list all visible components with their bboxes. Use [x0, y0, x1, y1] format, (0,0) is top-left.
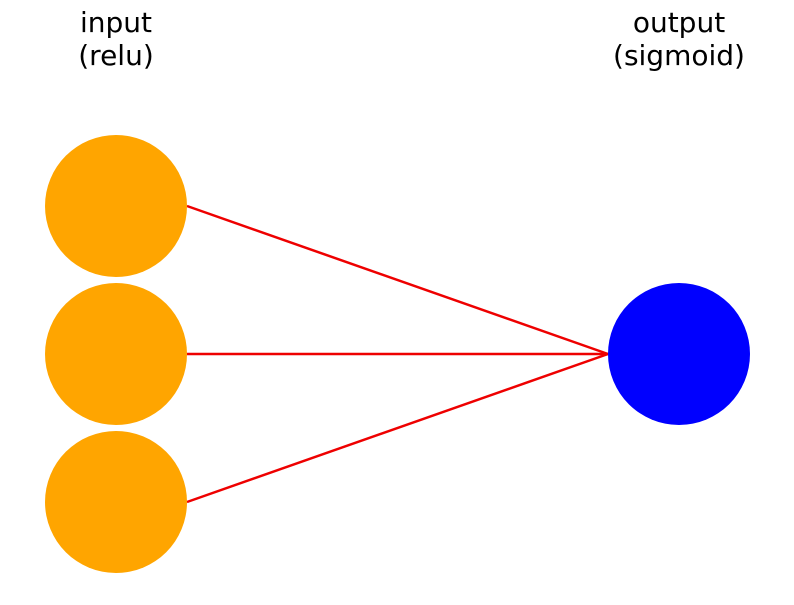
input-node-1 — [45, 135, 187, 277]
output-layer-label: output (sigmoid) — [569, 6, 789, 72]
output-layer-title: output — [632, 6, 726, 39]
input-node-2 — [45, 283, 187, 425]
input-layer-title: input — [79, 6, 153, 39]
input-node-3 — [45, 431, 187, 573]
output-layer-activation: (sigmoid) — [613, 39, 745, 72]
input-layer-label: input (relu) — [6, 6, 226, 72]
edge-input-1-to-output-1 — [186, 204, 609, 356]
network-nodes — [45, 135, 750, 573]
input-layer-activation: (relu) — [78, 39, 154, 72]
edge-input-3-to-output-1 — [186, 352, 609, 504]
output-node-1 — [608, 283, 750, 425]
connection-edges — [186, 204, 609, 504]
